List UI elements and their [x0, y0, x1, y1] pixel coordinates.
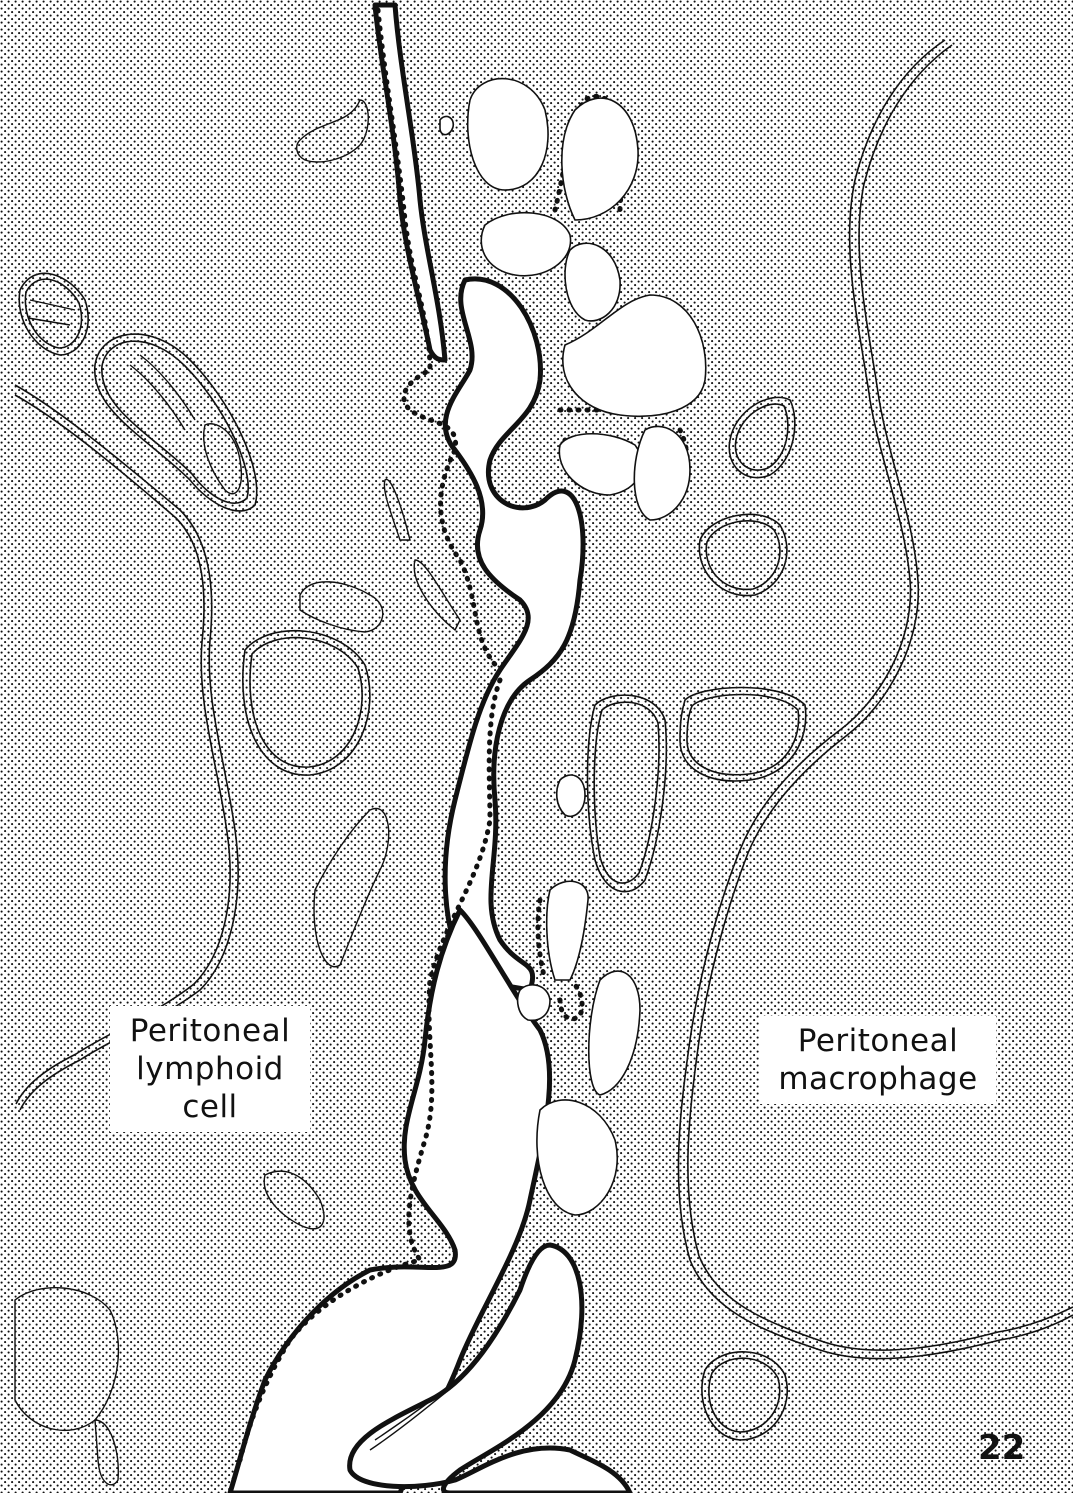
lymphoid-cell-label: Peritoneal lymphoid cell: [110, 1006, 310, 1132]
label-line: lymphoid: [122, 1050, 298, 1088]
label-line: Peritoneal: [772, 1022, 984, 1060]
label-line: macrophage: [772, 1060, 984, 1098]
label-line: cell: [122, 1088, 298, 1126]
macrophage-label: Peritoneal macrophage: [760, 1016, 996, 1104]
vesicle: [440, 116, 453, 134]
figure-number: 22: [978, 1428, 1025, 1468]
vacuole: [468, 79, 548, 190]
label-line: Peritoneal: [122, 1012, 298, 1050]
vesicle: [557, 775, 585, 816]
vacuole: [518, 985, 550, 1021]
